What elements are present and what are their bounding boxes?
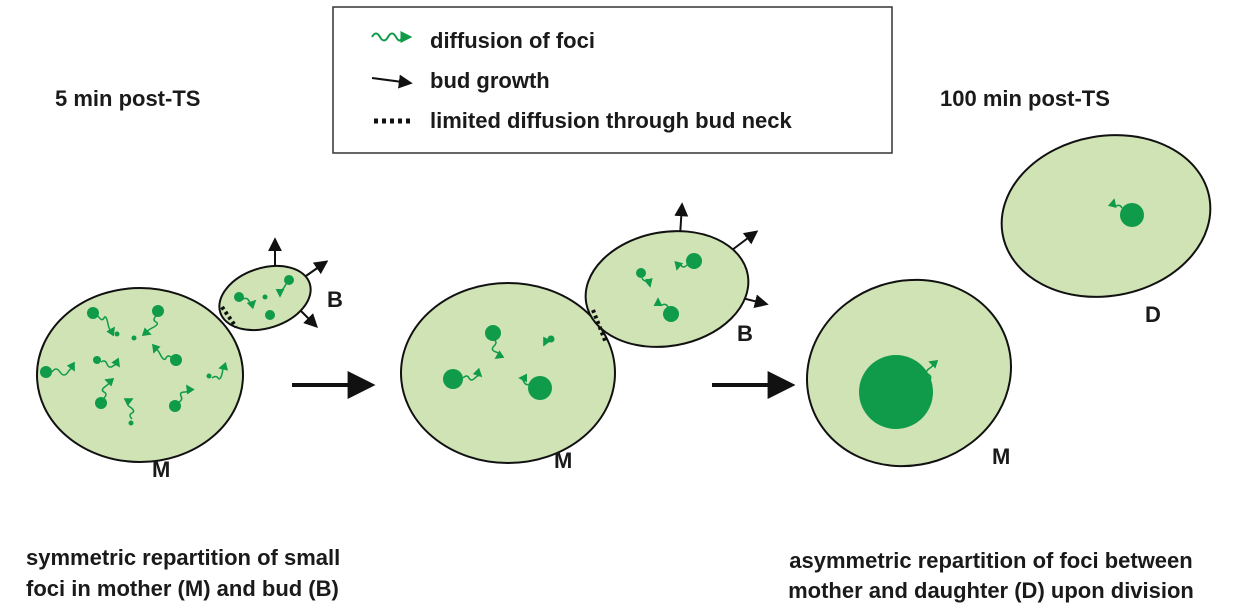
bud-neck-1 bbox=[220, 305, 238, 329]
stage-3-cells: M D bbox=[805, 134, 1212, 469]
focus bbox=[686, 253, 702, 269]
caption-left: symmetric repartition of small foci in m… bbox=[26, 545, 340, 601]
legend-label-diffusion: diffusion of foci bbox=[430, 28, 595, 53]
legend-item-bud-neck: limited diffusion through bud neck bbox=[374, 108, 793, 133]
focus bbox=[169, 400, 181, 412]
stage-2-cells: M B bbox=[400, 202, 769, 473]
legend-box bbox=[332, 6, 893, 154]
focus bbox=[93, 356, 101, 364]
diffusion-squiggles-mother-2 bbox=[462, 336, 552, 386]
focus bbox=[40, 366, 52, 378]
focus bbox=[663, 306, 679, 322]
legend-item-bud-growth: bud growth bbox=[371, 68, 550, 93]
timepoint-late-label: 100 min post-TS bbox=[940, 86, 1110, 111]
focus bbox=[95, 397, 107, 409]
bud-cell-2 bbox=[584, 230, 750, 348]
legend-item-diffusion: diffusion of foci bbox=[371, 28, 595, 53]
large-focus-mother bbox=[859, 355, 933, 429]
legend: diffusion of foci bud growth limited dif… bbox=[332, 6, 893, 154]
stage-1-cells: M B bbox=[36, 237, 343, 482]
foci-bud-1 bbox=[234, 275, 294, 320]
legend-label-bud-growth: bud growth bbox=[430, 68, 550, 93]
focus bbox=[87, 307, 99, 319]
focus bbox=[206, 373, 212, 379]
focus bbox=[262, 294, 268, 300]
bud-label-1: B bbox=[327, 287, 343, 312]
foci-mother-1 bbox=[40, 305, 212, 426]
daughter-label: D bbox=[1145, 302, 1161, 327]
diffusion-squiggle bbox=[1107, 198, 1123, 209]
bud-label-2: B bbox=[737, 321, 753, 346]
daughter-cell bbox=[1000, 134, 1212, 298]
focus bbox=[547, 335, 555, 343]
caption-right-line-2: mother and daughter (D) upon division bbox=[788, 578, 1194, 603]
black-arrow-icon bbox=[371, 74, 413, 89]
mother-cell-2 bbox=[400, 282, 616, 464]
focus bbox=[528, 376, 552, 400]
caption-right: asymmetric repartition of foci between m… bbox=[788, 548, 1194, 603]
focus bbox=[170, 354, 182, 366]
diffusion-squiggles-bud-2 bbox=[641, 260, 688, 308]
focus bbox=[131, 335, 137, 341]
focus bbox=[443, 369, 463, 389]
legend-label-bud-neck: limited diffusion through bud neck bbox=[430, 108, 793, 133]
growth-arrow bbox=[302, 260, 329, 279]
focus bbox=[265, 310, 275, 320]
focus bbox=[152, 305, 164, 317]
mother-label-2: M bbox=[554, 448, 572, 473]
growth-arrow bbox=[731, 230, 759, 251]
focus bbox=[128, 420, 134, 426]
diffusion-squiggles-mother-1 bbox=[51, 315, 229, 420]
focus bbox=[485, 325, 501, 341]
mother-cell-1 bbox=[36, 287, 244, 463]
focus bbox=[284, 275, 294, 285]
timepoint-early-label: 5 min post-TS bbox=[55, 86, 200, 111]
diffusion-squiggle bbox=[925, 360, 939, 381]
diffusion-squiggles-bud-1 bbox=[242, 283, 287, 310]
caption-left-line-1: symmetric repartition of small bbox=[26, 545, 340, 570]
foci-mother-2 bbox=[443, 325, 555, 400]
focus-daughter bbox=[1120, 203, 1144, 227]
mother-label-3: M bbox=[992, 444, 1010, 469]
focus bbox=[636, 268, 646, 278]
focus bbox=[114, 331, 120, 337]
caption-right-line-1: asymmetric repartition of foci between bbox=[789, 548, 1192, 573]
focus bbox=[234, 292, 244, 302]
wavy-green-arrow-icon bbox=[371, 31, 413, 43]
mother-label-1: M bbox=[152, 457, 170, 482]
caption-left-line-2: foci in mother (M) and bud (B) bbox=[26, 576, 339, 601]
foci-bud-2 bbox=[636, 253, 702, 322]
